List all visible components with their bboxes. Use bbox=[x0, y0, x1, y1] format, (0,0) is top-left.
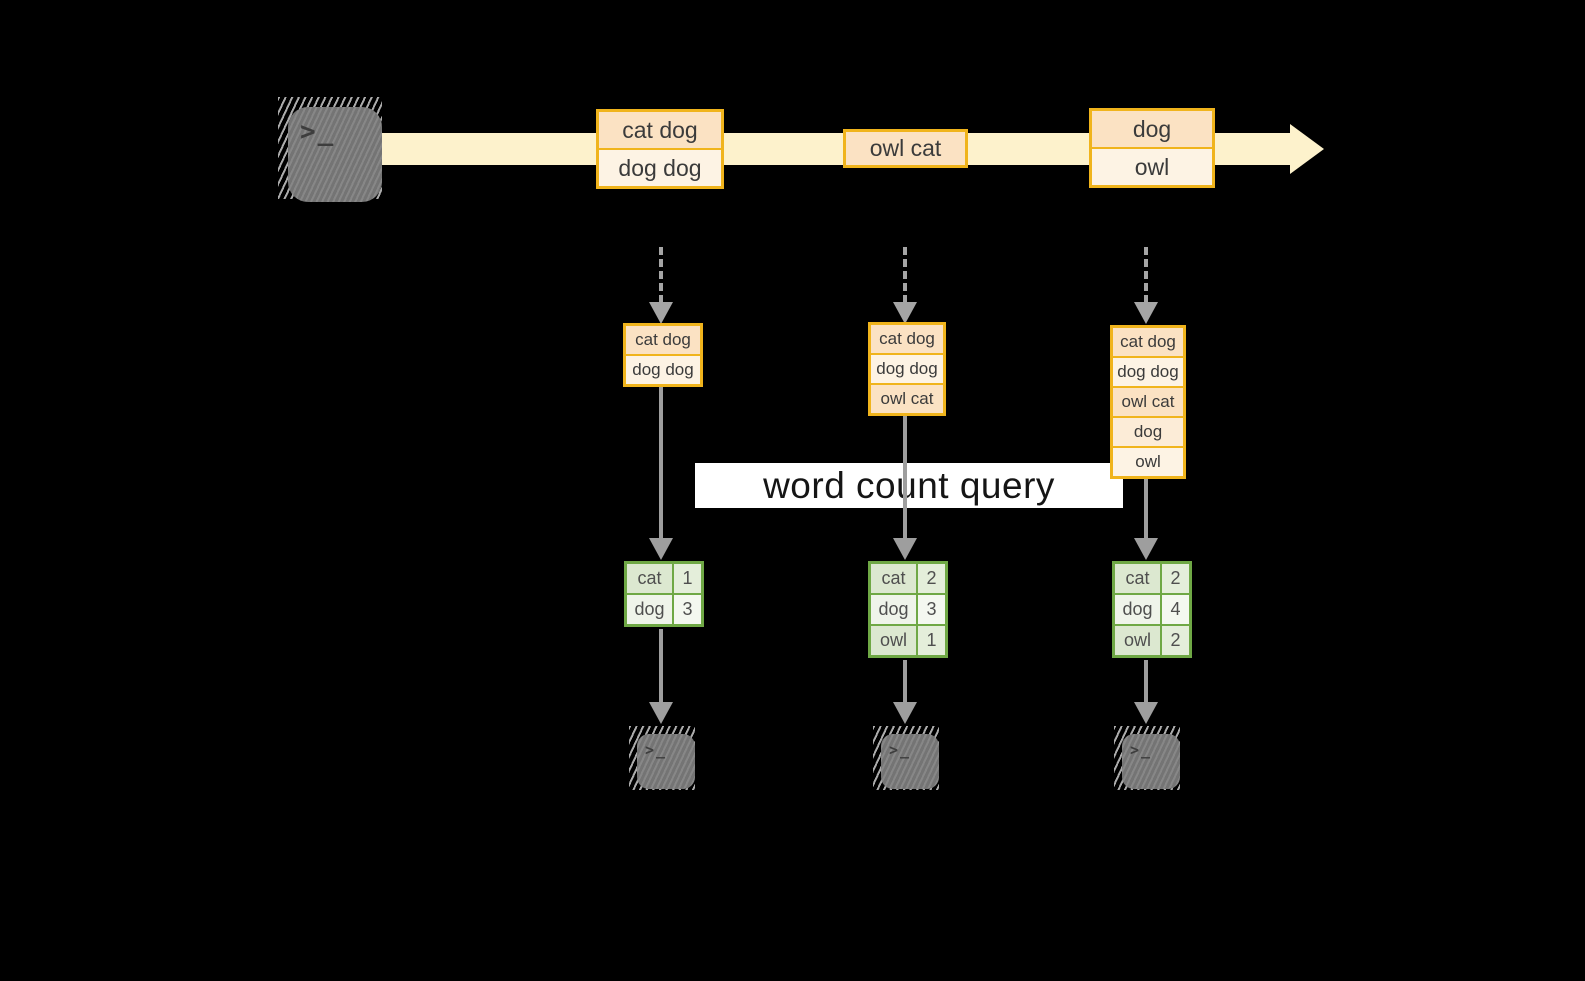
timeline-event-group-3: dog owl bbox=[1089, 108, 1215, 188]
buffer-row: cat dog bbox=[871, 325, 943, 353]
buffer-row: owl cat bbox=[871, 383, 943, 413]
buffer-row: dog dog bbox=[871, 353, 943, 383]
output-arrow-2 bbox=[893, 660, 917, 724]
event-row: owl bbox=[1092, 147, 1212, 185]
count-cell: 2 bbox=[1162, 626, 1189, 655]
word-cell: owl bbox=[1115, 626, 1162, 655]
query-arrow-1 bbox=[649, 387, 673, 560]
ingest-arrow-1 bbox=[649, 247, 673, 324]
output-arrow-3 bbox=[1134, 660, 1158, 724]
terminal-icon: >_ bbox=[1122, 734, 1180, 789]
count-row: owl 2 bbox=[1115, 624, 1189, 655]
ingest-arrow-2 bbox=[893, 247, 917, 324]
buffer-row: owl bbox=[1113, 446, 1183, 476]
output-arrow-1 bbox=[649, 629, 673, 724]
ingest-arrow-3 bbox=[1134, 247, 1158, 324]
word-cell: cat bbox=[627, 564, 674, 593]
word-cell: owl bbox=[871, 626, 918, 655]
count-cell: 2 bbox=[1162, 564, 1189, 593]
query-arrow-2 bbox=[893, 416, 917, 560]
count-cell: 1 bbox=[674, 564, 701, 593]
event-row: dog bbox=[1092, 111, 1212, 147]
buffer-row: cat dog bbox=[1113, 328, 1183, 356]
buffer-row: dog dog bbox=[626, 354, 700, 384]
event-buffer-1: cat dog dog dog bbox=[623, 323, 703, 387]
timeline-event-group-2: owl cat bbox=[843, 129, 968, 168]
stream-arrowhead-icon bbox=[1290, 124, 1324, 174]
terminal-prompt-glyph: >_ bbox=[645, 741, 668, 759]
count-row: cat 1 bbox=[627, 564, 701, 593]
event-row: cat dog bbox=[599, 112, 721, 148]
count-cell: 2 bbox=[918, 564, 945, 593]
timeline-event-group-1: cat dog dog dog bbox=[596, 109, 724, 189]
terminal-prompt-glyph: >_ bbox=[889, 741, 912, 759]
event-row: owl cat bbox=[846, 132, 965, 165]
word-count-table-3: cat 2 dog 4 owl 2 bbox=[1112, 561, 1192, 658]
count-cell: 3 bbox=[918, 595, 945, 624]
word-cell: dog bbox=[871, 595, 918, 624]
buffer-row: dog dog bbox=[1113, 356, 1183, 386]
word-cell: dog bbox=[1115, 595, 1162, 624]
count-row: cat 2 bbox=[1115, 564, 1189, 593]
terminal-icon: >_ bbox=[637, 734, 695, 789]
count-row: cat 2 bbox=[871, 564, 945, 593]
word-cell: cat bbox=[1115, 564, 1162, 593]
word-count-table-2: cat 2 dog 3 owl 1 bbox=[868, 561, 948, 658]
word-cell: dog bbox=[627, 595, 674, 624]
count-cell: 4 bbox=[1162, 595, 1189, 624]
event-buffer-3: cat dog dog dog owl cat dog owl bbox=[1110, 325, 1186, 479]
query-arrow-3 bbox=[1134, 479, 1158, 560]
word-count-table-1: cat 1 dog 3 bbox=[624, 561, 704, 627]
word-cell: cat bbox=[871, 564, 918, 593]
terminal-prompt-glyph: >_ bbox=[300, 117, 336, 147]
count-row: dog 3 bbox=[627, 593, 701, 624]
terminal-icon: >_ bbox=[881, 734, 939, 789]
query-band: word count query bbox=[695, 463, 1123, 508]
event-buffer-2: cat dog dog dog owl cat bbox=[868, 322, 946, 416]
terminal-prompt-glyph: >_ bbox=[1130, 741, 1153, 759]
buffer-row: dog bbox=[1113, 416, 1183, 446]
count-cell: 3 bbox=[674, 595, 701, 624]
buffer-row: owl cat bbox=[1113, 386, 1183, 416]
count-row: owl 1 bbox=[871, 624, 945, 655]
count-row: dog 3 bbox=[871, 593, 945, 624]
count-cell: 1 bbox=[918, 626, 945, 655]
event-row: dog dog bbox=[599, 148, 721, 186]
terminal-icon: >_ bbox=[288, 107, 382, 202]
buffer-row: cat dog bbox=[626, 326, 700, 354]
count-row: dog 4 bbox=[1115, 593, 1189, 624]
